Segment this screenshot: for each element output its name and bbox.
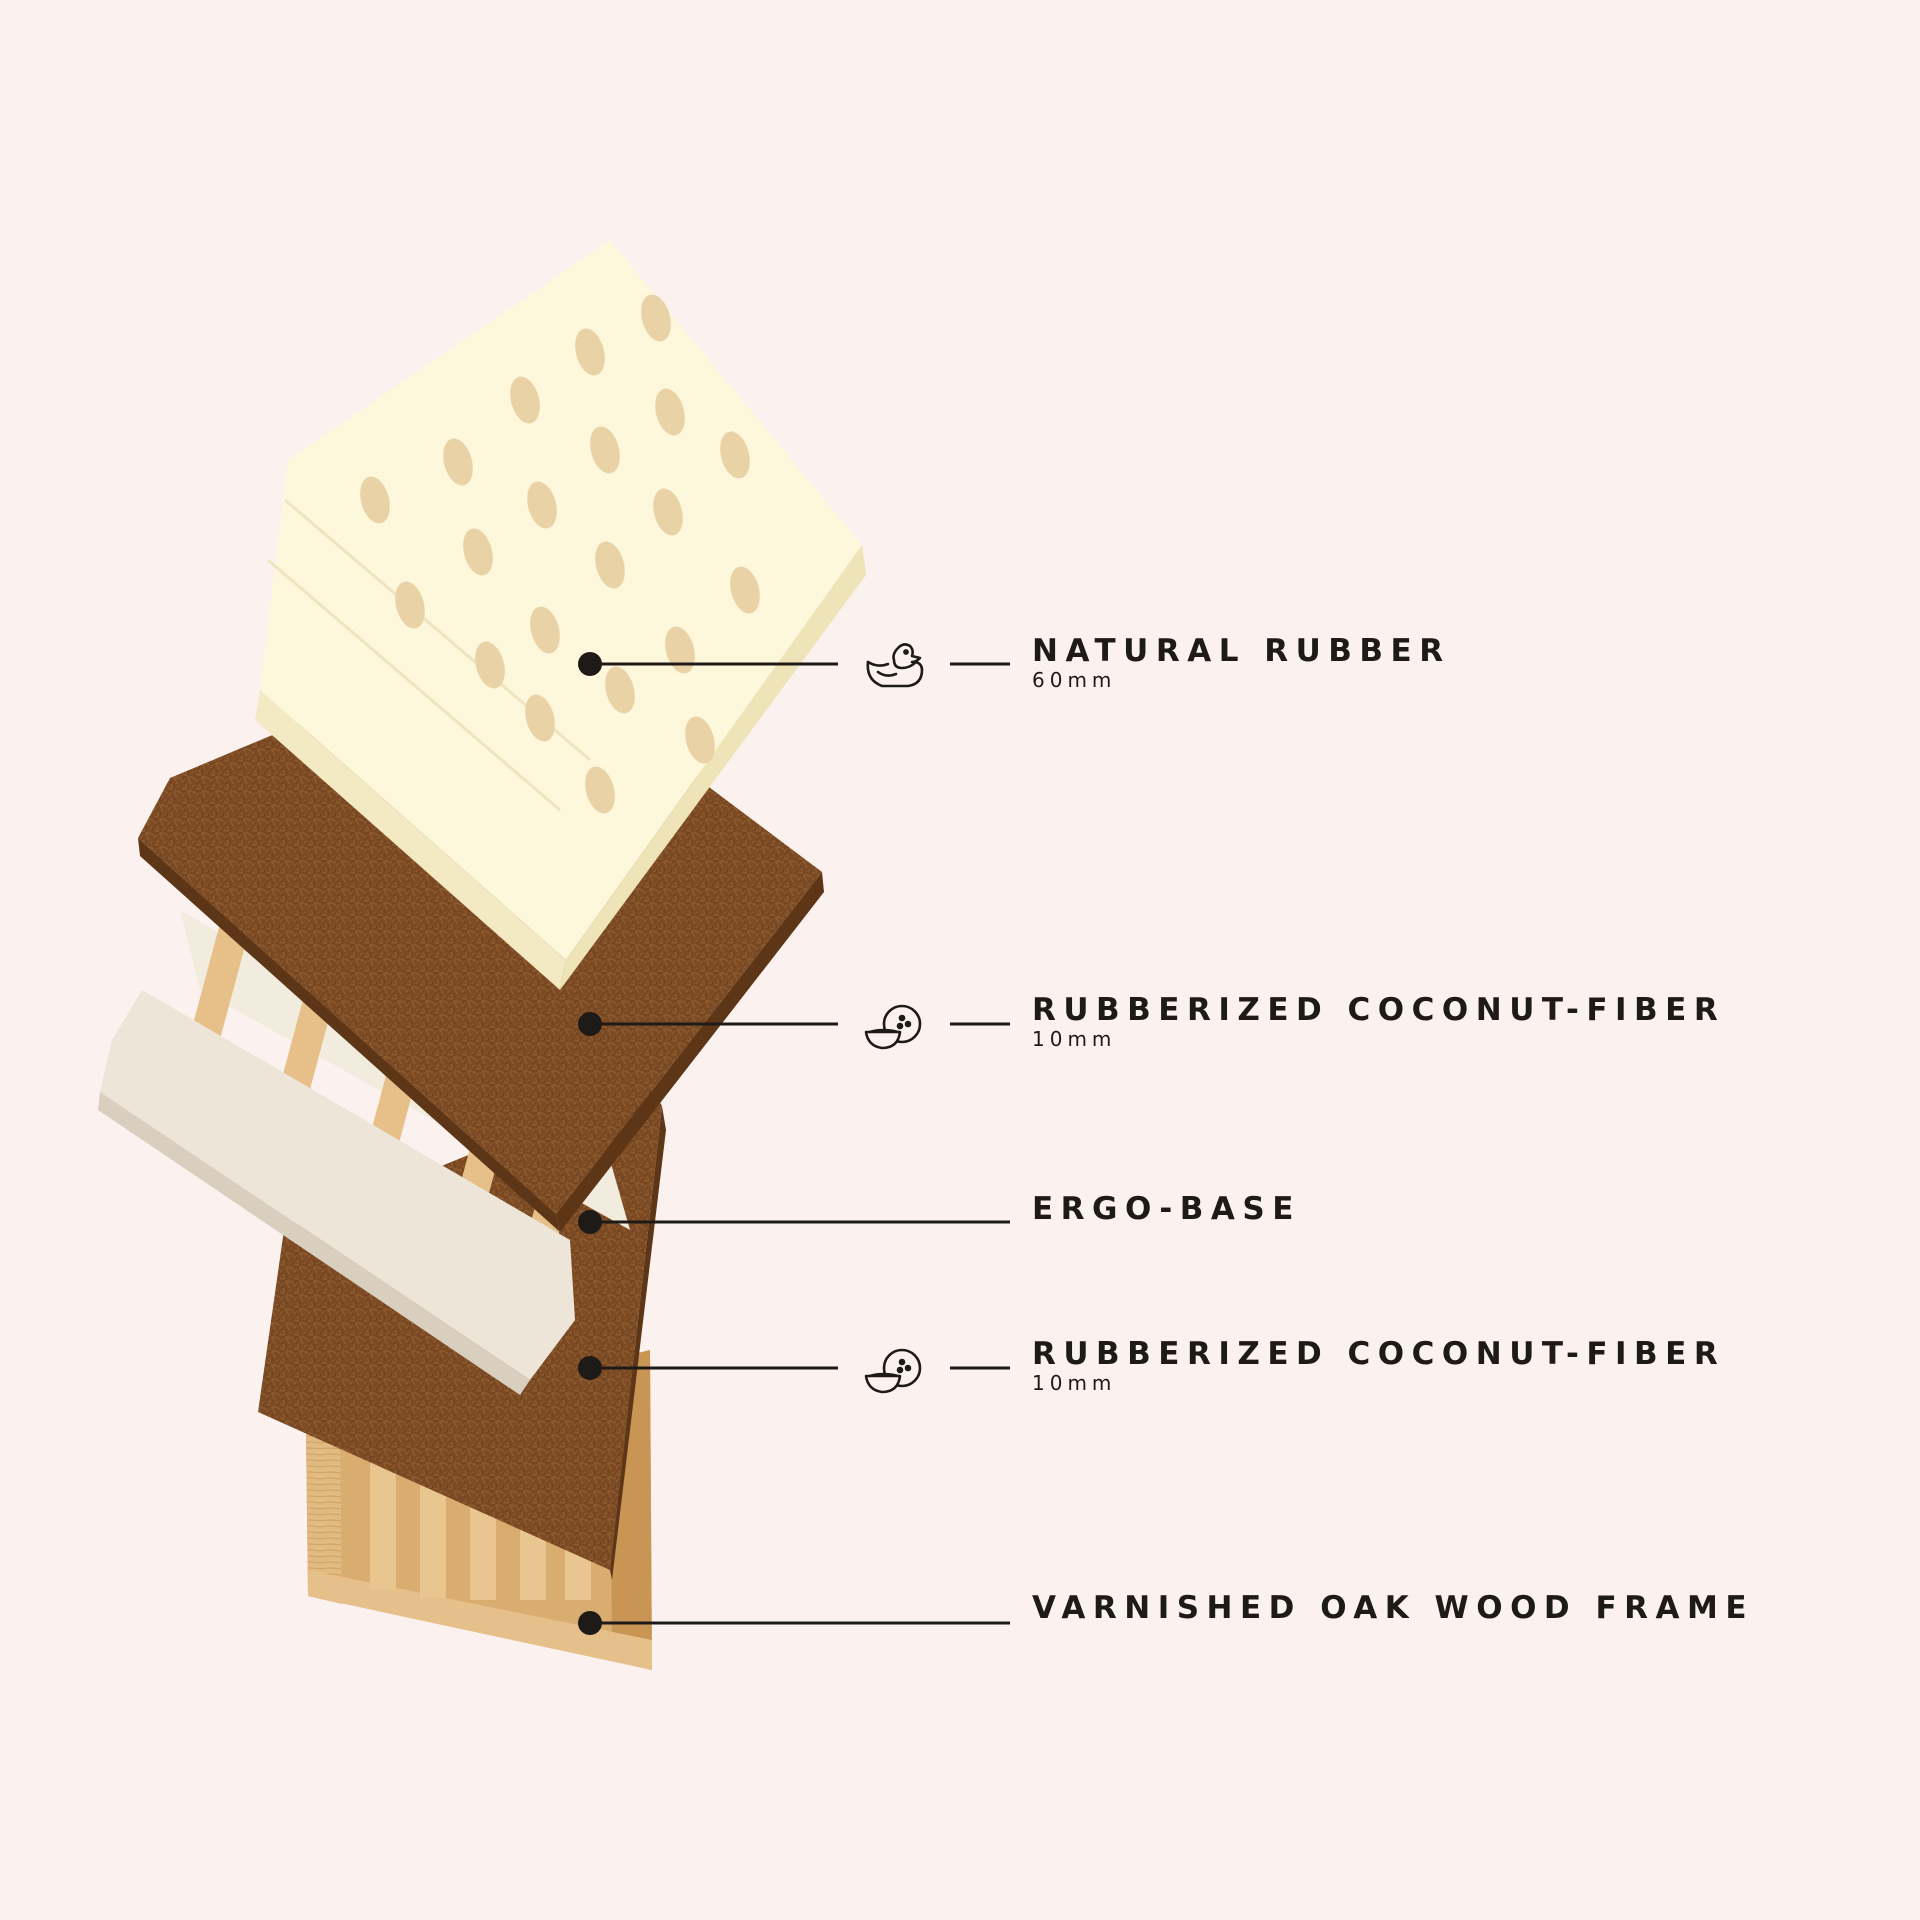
natural-rubber-layer (255, 240, 866, 990)
label-coconut-fiber-lower: RUBBERIZED COCONUT-FIBER 10mm (1032, 1337, 1725, 1395)
label-natural-rubber: NATURAL RUBBER 60mm (1032, 634, 1451, 692)
leader-dots (578, 652, 602, 1635)
coconut-icon (864, 1004, 922, 1050)
layer-thickness: 60mm (1032, 668, 1117, 692)
layer-thickness: 10mm (1032, 1371, 1117, 1395)
layer-title: RUBBERIZED COCONUT-FIBER (1032, 1336, 1726, 1372)
dot-coconut-fiber-upper (578, 1012, 602, 1036)
label-ergo-base: ERGO-BASE (1032, 1192, 1301, 1226)
layer-thickness: 10mm (1032, 1027, 1117, 1051)
leader-lines (590, 662, 1010, 1625)
dot-coconut-fiber-lower (578, 1356, 602, 1380)
dot-ergo-base (578, 1210, 602, 1234)
label-coconut-fiber-upper: RUBBERIZED COCONUT-FIBER 10mm (1032, 993, 1725, 1051)
layer-title: ERGO-BASE (1032, 1191, 1301, 1227)
rubber-duck-icon (866, 643, 924, 688)
coconut-icon (864, 1348, 922, 1394)
layer-title: NATURAL RUBBER (1032, 633, 1451, 669)
layer-title: VARNISHED OAK WOOD FRAME (1032, 1590, 1755, 1626)
layer-title: RUBBERIZED COCONUT-FIBER (1032, 992, 1726, 1028)
label-oak-wood-frame: VARNISHED OAK WOOD FRAME (1032, 1591, 1754, 1625)
dot-natural-rubber (578, 652, 602, 676)
dot-oak-frame (578, 1611, 602, 1635)
